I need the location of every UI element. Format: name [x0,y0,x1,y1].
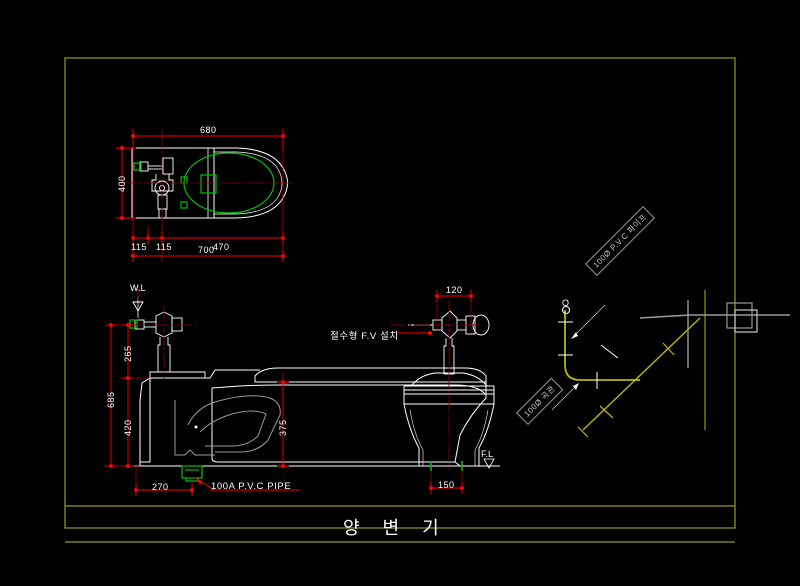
side-dim-265: 265 [123,345,133,362]
sheet-border [64,57,736,543]
plan-dimensions [116,128,286,262]
plan-dim-680: 680 [200,125,217,135]
plan-dim-115-b: 115 [156,242,172,252]
side-dimensions [105,323,300,496]
plan-dim-400: 400 [117,175,127,192]
drawing-title: 양 변 기 [343,518,448,538]
outlet-marker-label: O [562,298,570,308]
front-dim-120: 120 [446,285,463,295]
water-level-label: W.L [130,283,146,293]
piping-detail-geometry [551,290,790,438]
plan-dim-470: 470 [213,242,230,252]
side-elevation-geometry [128,285,500,482]
pvc-pipe-note: 100A P.V.C PIPE [211,481,292,492]
side-dim-375: 375 [278,419,288,436]
side-dim-270: 270 [152,482,169,492]
plan-dim-700: 700 [198,245,215,255]
side-dim-420: 420 [123,419,133,436]
side-dim-685: 685 [106,391,116,408]
front-elevation-geometry [390,300,500,471]
flush-valve-note: 절수형 F.V 설치 [330,331,399,342]
front-dim-150: 150 [438,480,455,490]
plan-view-geometry [118,130,296,252]
plan-dim-115-a: 115 [131,242,147,252]
floor-level-label: F.L [481,449,494,459]
front-dimensions [395,290,473,494]
